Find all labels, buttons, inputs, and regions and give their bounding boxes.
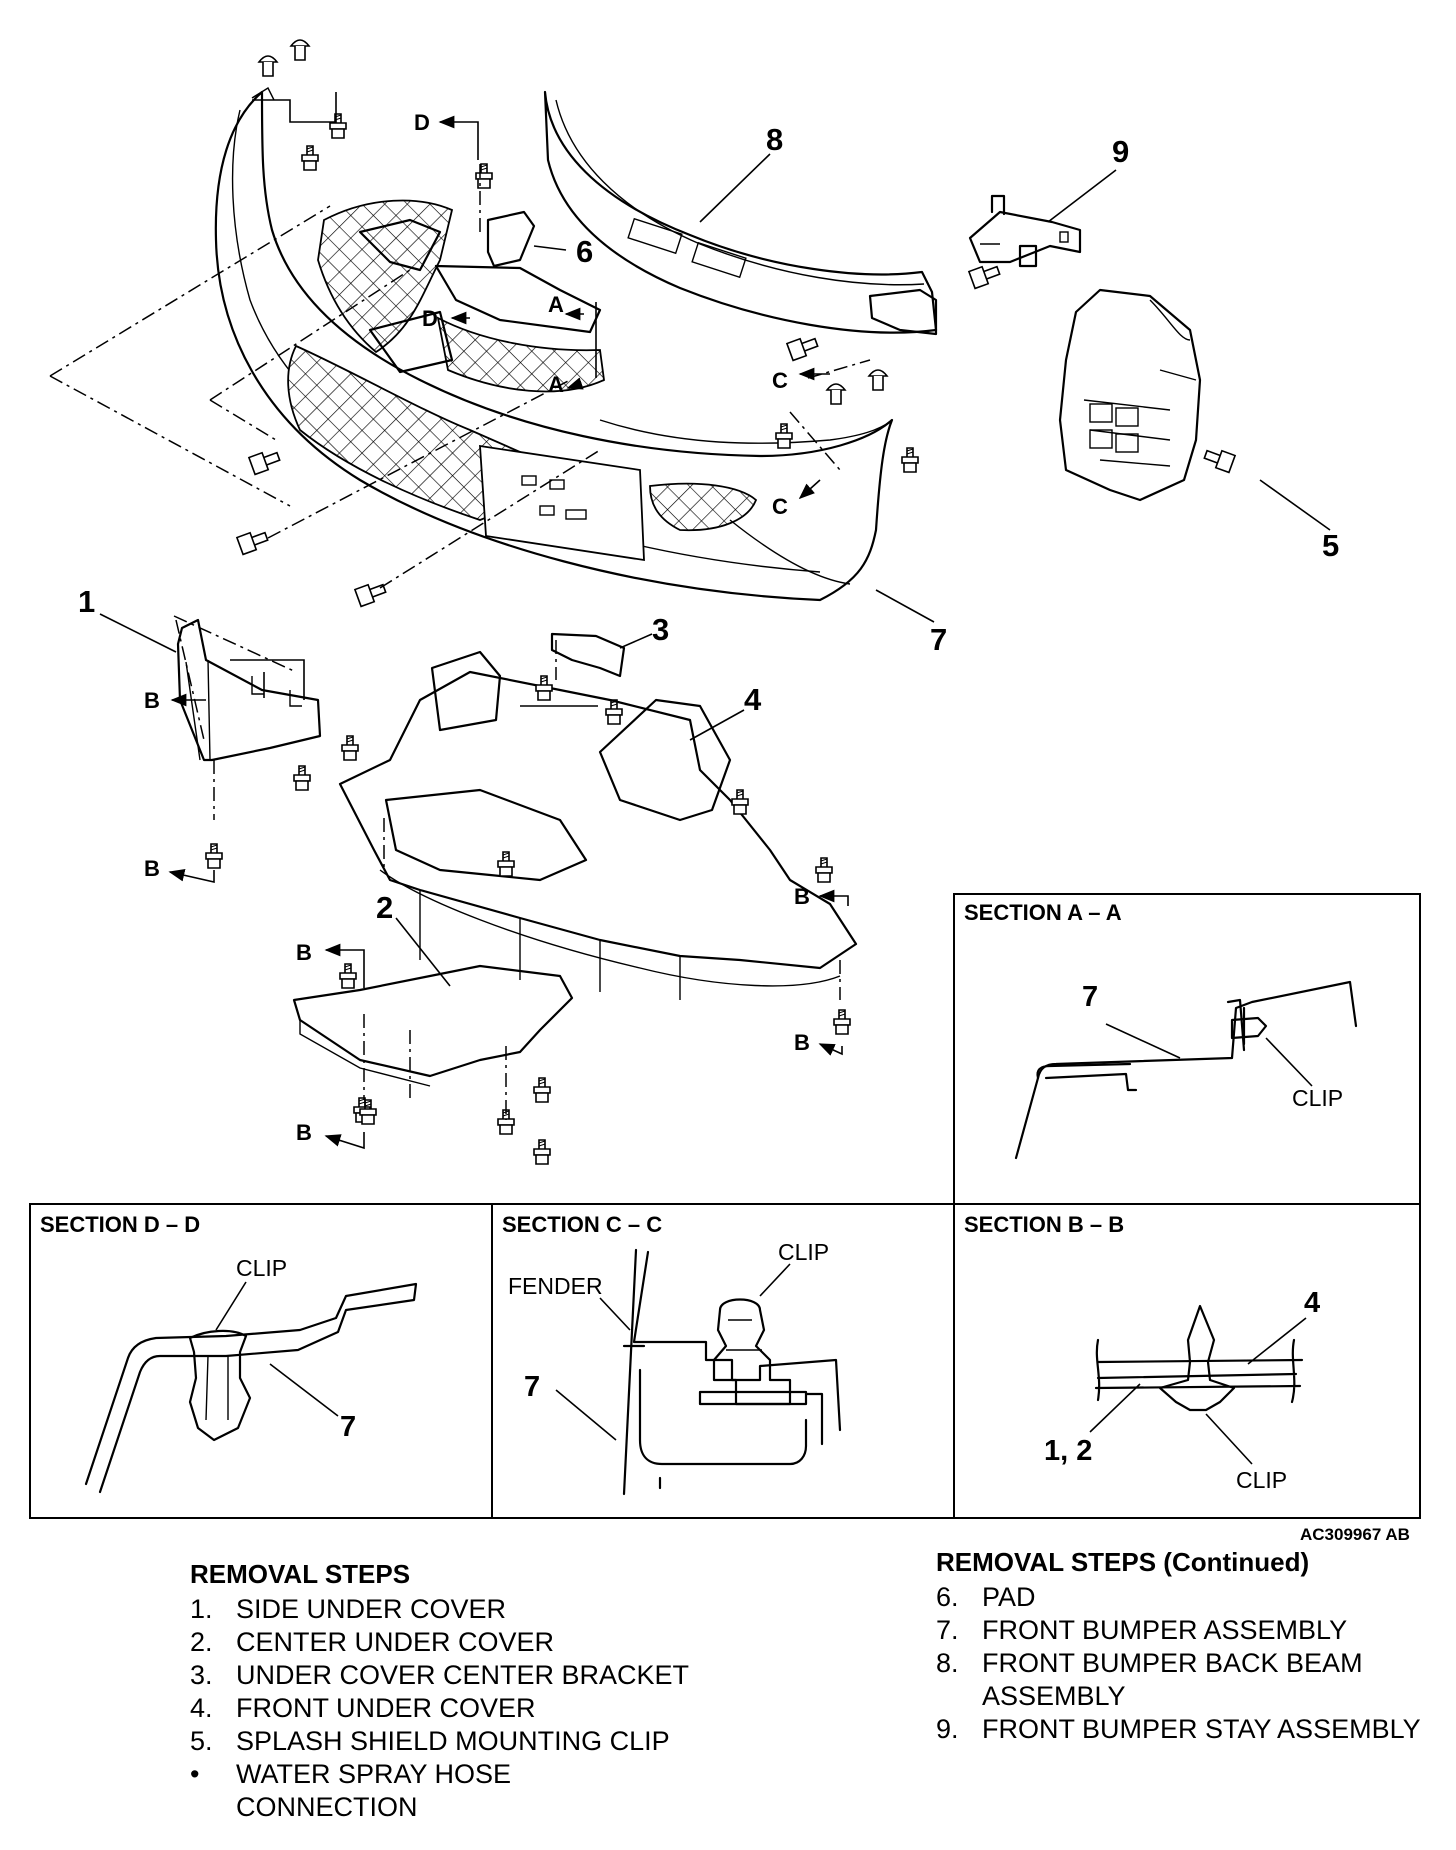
- section-c-c-fender-label: FENDER: [508, 1273, 603, 1299]
- step-number: 8.: [936, 1648, 959, 1678]
- leader-lines: [49, 92, 1000, 1120]
- section-b-b: SECTION B – B 4 1, 2 CLIP: [964, 1212, 1320, 1493]
- step-text: UNDER COVER CENTER BRACKET: [236, 1660, 690, 1690]
- section-c-c-title: SECTION C – C: [502, 1212, 662, 1237]
- removal-step: 2. CENTER UNDER COVER: [190, 1626, 750, 1659]
- step-text: FRONT UNDER COVER: [236, 1693, 536, 1723]
- removal-step: 9. FRONT BUMPER STAY ASSEMBLY: [936, 1713, 1436, 1746]
- arrow-label-a-mid: A: [548, 372, 564, 397]
- figure-code: AC309967 AB: [1300, 1525, 1410, 1544]
- step-number: 3.: [190, 1660, 213, 1690]
- arrow-label-b-3: B: [296, 940, 312, 965]
- step-text: FRONT BUMPER BACK BEAM ASSEMBLY: [982, 1648, 1363, 1711]
- removal-steps-continued-heading: REMOVAL STEPS (Continued): [936, 1547, 1310, 1577]
- section-d-d-part: 7: [340, 1411, 356, 1443]
- section-b-b-part-bottom: 1, 2: [1044, 1435, 1092, 1467]
- removal-steps: REMOVAL STEPS 1. SIDE UNDER COVER 2. CENTE…: [190, 1558, 750, 1824]
- callout-2: 2: [376, 890, 393, 925]
- section-d-d: SECTION D – D CLIP 7: [40, 1212, 418, 1494]
- section-b-b-clip-label: CLIP: [1236, 1467, 1287, 1493]
- removal-step: 6. PAD: [936, 1581, 1436, 1614]
- callout-8: 8: [766, 122, 783, 157]
- step-text: FRONT BUMPER ASSEMBLY: [982, 1615, 1348, 1645]
- step-number: 6.: [936, 1582, 959, 1612]
- section-a-a-title: SECTION A – A: [964, 900, 1122, 925]
- removal-step: 4. FRONT UNDER COVER: [190, 1692, 750, 1725]
- removal-steps-continued: REMOVAL STEPS (Continued) 6. PAD 7. FRONT …: [936, 1546, 1436, 1746]
- step-number: 4.: [190, 1693, 213, 1723]
- center-under-cover: [292, 964, 574, 1087]
- removal-steps-list: 1.SIDE UNDER COVER 2.CENTER UNDER COVER …: [190, 1593, 750, 1824]
- section-arrows: D D A A C C B B B B B B: [144, 110, 849, 1150]
- section-a-a-part: 7: [1082, 981, 1098, 1013]
- front-bumper-back-beam: [543, 90, 938, 336]
- arrow-label-d-top: D: [414, 110, 430, 135]
- section-b-b-part-top: 4: [1304, 1287, 1320, 1319]
- removal-step: 8. FRONT BUMPER BACK BEAM ASSEMBLY: [936, 1647, 1436, 1713]
- step-number: 9.: [936, 1714, 959, 1744]
- section-c-c-clip-label: CLIP: [778, 1239, 829, 1265]
- callouts: 1 2 3 4 5 6 7 8 9: [78, 122, 1339, 987]
- removal-step: • WATER SPRAY HOSE CONNECTION: [190, 1758, 750, 1824]
- front-bumper-stay-assembly: [968, 194, 1082, 268]
- callout-7: 7: [930, 622, 947, 657]
- step-text: SIDE UNDER COVER: [236, 1594, 507, 1624]
- arrow-label-a-top: A: [548, 292, 564, 317]
- step-text: FRONT BUMPER STAY ASSEMBLY: [982, 1714, 1421, 1744]
- section-c-c: SECTION C – C CLIP FENDER 7: [502, 1212, 842, 1496]
- callout-3: 3: [652, 612, 669, 647]
- step-number: 1.: [190, 1594, 213, 1624]
- step-text: CENTER UNDER COVER: [236, 1627, 555, 1657]
- removal-steps-heading: REMOVAL STEPS: [190, 1559, 411, 1589]
- callout-6: 6: [576, 234, 593, 269]
- arrow-label-b-5: B: [794, 884, 810, 909]
- callout-1: 1: [78, 584, 95, 619]
- step-text: PAD: [982, 1582, 1036, 1612]
- under-cover-center-bracket: [550, 632, 626, 678]
- arrow-label-c-mid: C: [772, 494, 788, 519]
- step-text: SPLASH SHIELD MOUNTING CLIP: [236, 1726, 670, 1756]
- section-b-b-title: SECTION B – B: [964, 1212, 1124, 1237]
- arrow-label-b-1: B: [144, 688, 160, 713]
- removal-step: 1. SIDE UNDER COVER: [190, 1593, 750, 1626]
- section-a-a: SECTION A – A 7 CLIP: [964, 900, 1358, 1160]
- section-d-d-clip-label: CLIP: [236, 1255, 287, 1281]
- front-bumper-assembly: [214, 86, 894, 602]
- step-bullet: •: [190, 1759, 200, 1789]
- arrow-label-d-mid: D: [422, 306, 438, 331]
- front-under-cover: [338, 650, 858, 1000]
- arrow-label-c-top: C: [772, 368, 788, 393]
- callout-9: 9: [1112, 134, 1129, 169]
- removal-step: 5. SPLASH SHIELD MOUNTING CLIP: [190, 1725, 750, 1758]
- arrow-label-b-6: B: [794, 1030, 810, 1055]
- removal-steps-continued-list: 6. PAD 7. FRONT BUMPER ASSEMBLY 8. FRONT BU…: [936, 1581, 1436, 1746]
- section-a-a-clip-label: CLIP: [1292, 1085, 1343, 1111]
- section-frames: [29, 893, 1421, 1519]
- arrow-label-b-2: B: [144, 856, 160, 881]
- side-under-cover: [176, 618, 322, 762]
- step-number: 5.: [190, 1726, 213, 1756]
- callout-5: 5: [1322, 528, 1339, 563]
- callout-4: 4: [744, 682, 762, 717]
- arrow-label-b-4: B: [296, 1120, 312, 1145]
- step-text: WATER SPRAY HOSE CONNECTION: [236, 1759, 512, 1822]
- removal-step: 3. UNDER COVER CENTER BRACKET: [190, 1659, 750, 1692]
- section-c-c-part: 7: [524, 1371, 540, 1403]
- pad: [486, 210, 536, 268]
- splash-shield: [1058, 288, 1202, 502]
- step-number: 2.: [190, 1627, 213, 1657]
- step-number: 7.: [936, 1615, 959, 1645]
- section-d-d-title: SECTION D – D: [40, 1212, 200, 1237]
- removal-step: 7. FRONT BUMPER ASSEMBLY: [936, 1614, 1436, 1647]
